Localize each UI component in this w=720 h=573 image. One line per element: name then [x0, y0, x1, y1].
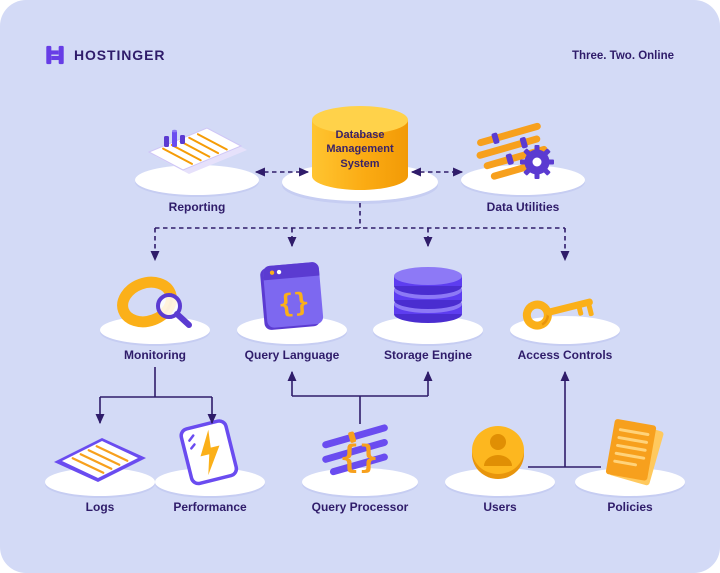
lightning-card-icon — [155, 419, 265, 498]
node-monitoring: Monitoring — [95, 262, 215, 362]
node-reporting-label: Reporting — [168, 200, 226, 214]
database-stack-icon — [373, 267, 483, 346]
node-dbms: Database Management System — [278, 92, 442, 204]
magnifier-ring-icon — [100, 276, 210, 346]
node-data-utilities: Data Utilities — [453, 110, 593, 214]
code-sliders-icon: {} — [302, 424, 418, 498]
braces-glyph: {} — [277, 288, 311, 321]
key-icon — [510, 298, 620, 346]
node-reporting: Reporting — [127, 110, 267, 214]
user-coin-icon — [445, 426, 555, 498]
node-policies-label: Policies — [607, 500, 653, 514]
hostinger-logo-icon — [46, 45, 64, 65]
node-logs: Logs — [40, 408, 160, 514]
brand-lockup: HOSTINGER — [44, 44, 165, 66]
database-cylinder-icon — [282, 106, 438, 204]
node-query-language: {} Query Language — [232, 254, 352, 362]
node-access-controls-label: Access Controls — [517, 348, 613, 362]
dbms-label: Database Management System — [326, 129, 394, 170]
node-storage-engine-label: Storage Engine — [383, 348, 472, 362]
log-tablet-icon — [45, 438, 155, 498]
report-document-icon — [135, 127, 259, 197]
node-storage-engine: Storage Engine — [368, 254, 488, 362]
node-performance-label: Performance — [173, 500, 247, 514]
sliders-gear-icon — [461, 122, 585, 197]
node-query-language-label: Query Language — [244, 348, 340, 362]
node-users: Users — [440, 408, 560, 514]
node-users-label: Users — [483, 500, 517, 514]
node-query-processor: {} Query Processor — [295, 408, 425, 514]
node-data-utilities-label: Data Utilities — [486, 200, 560, 214]
brand-name: HOSTINGER — [74, 47, 166, 63]
node-policies: Policies — [570, 408, 690, 514]
braces-glyph: {} — [340, 438, 379, 476]
policy-document-icon — [575, 419, 685, 498]
code-card-icon: {} — [237, 262, 347, 346]
brand-tagline: Three. Two. Online — [571, 50, 674, 62]
node-logs-label: Logs — [85, 500, 115, 514]
node-query-processor-label: Query Processor — [311, 500, 409, 514]
node-access-controls: Access Controls — [505, 262, 625, 362]
node-performance: Performance — [150, 408, 270, 514]
node-monitoring-label: Monitoring — [124, 348, 186, 362]
